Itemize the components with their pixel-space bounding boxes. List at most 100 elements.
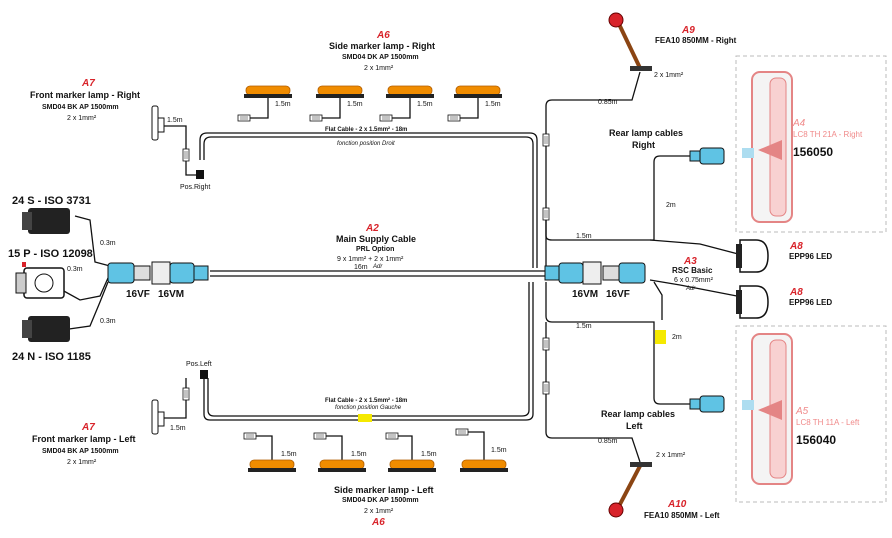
side-left-len-1: 1.5m — [281, 451, 297, 458]
rsc-code: A3 — [684, 256, 697, 267]
side-lamp-right-3 — [385, 85, 435, 99]
connector-16vf-left — [107, 262, 151, 284]
front-left-title: Front marker lamp - Left — [32, 434, 136, 444]
main-code: A2 — [366, 223, 379, 234]
front-marker-lamp-left — [151, 399, 165, 435]
rear-right-title: Rear lamp cables — [609, 128, 684, 138]
rear-left-model: LC8 TH 11A - Left — [796, 418, 860, 427]
rear-connector-right — [689, 147, 725, 165]
rsc-title: RSC Basic — [672, 266, 713, 275]
rear-left-side: Left — [626, 421, 643, 431]
socket-24s-label: 24 S - ISO 3731 — [12, 195, 91, 207]
rear-right-len-upper: 2m — [666, 202, 676, 209]
socket-24s — [22, 208, 70, 234]
front-marker-lamp-right — [151, 105, 165, 141]
side-left-model: SMD04 DK AP 1500mm — [342, 497, 419, 504]
fea-right-title: FEA10 850MM - Right — [655, 36, 737, 45]
rear-right-code: A4 — [793, 118, 806, 129]
epp-bot-title: EPP96 LED — [789, 298, 833, 307]
side-right-len-2: 1.5m — [347, 101, 363, 108]
socket-bot-len: 0.3m — [100, 318, 116, 325]
pos-left-connector — [200, 370, 208, 379]
side-right-model: SMD04 DK AP 1500mm — [342, 54, 419, 61]
right-vf-label: 16VF — [606, 289, 630, 300]
side-right-spec: 2 x 1mm² — [364, 65, 394, 72]
main-spec: 9 x 1mm² + 2 x 1mm² — [337, 256, 404, 263]
connector-16vm-right — [544, 261, 602, 285]
left-vm-label: 16VM — [158, 289, 185, 300]
flat-left-note: fonction position Gauche — [335, 405, 402, 411]
side-lamp-right-4 — [453, 85, 503, 99]
side-lamp-right-1 — [243, 85, 293, 99]
flat-right-note: fonction position Droit — [337, 141, 395, 147]
rear-lamp-left-box — [735, 325, 887, 503]
fea-right-spec: 2 x 1mm² — [654, 72, 684, 79]
side-lamp-left-1 — [247, 459, 297, 473]
side-left-code: A6 — [372, 517, 385, 528]
side-lamp-left-4 — [459, 459, 509, 473]
front-right-len: 1.5m — [167, 117, 183, 124]
side-right-len-3: 1.5m — [417, 101, 433, 108]
rear-lamp-right-box — [735, 55, 887, 233]
side-lamp-right-2 — [315, 85, 365, 99]
front-right-title: Front marker lamp - Right — [30, 90, 141, 100]
rear-lamp-left-image — [742, 333, 793, 485]
side-left-len-2: 1.5m — [351, 451, 367, 458]
socket-mid-len: 0.3m — [67, 266, 83, 273]
side-right-code: A6 — [377, 30, 390, 41]
socket-24n — [22, 316, 70, 342]
rear-left-len-lower: 2m — [672, 334, 682, 341]
epp96-lamp-top — [736, 239, 769, 273]
left-vf-label: 16VF — [126, 289, 150, 300]
flat-left-title: Flat Cable - 2 x 1.5mm² - 18m — [325, 398, 408, 404]
rear-connector-left — [689, 395, 725, 413]
epp96-lamp-bottom — [736, 285, 769, 319]
side-left-len-4: 1.5m — [491, 447, 507, 454]
connector-16vm-left — [151, 261, 209, 285]
rear-left-title: Rear lamp cables — [601, 409, 676, 419]
front-right-code: A7 — [82, 78, 95, 89]
rear-right-side: Right — [632, 140, 655, 150]
fea-left-title: FEA10 850MM - Left — [644, 511, 720, 520]
front-right-spec: 2 x 1mm² — [67, 115, 97, 122]
rear-right-model: LC8 TH 21A - Right — [793, 130, 863, 139]
main-length: 16m — [354, 264, 368, 271]
fea-right-code: A9 — [682, 25, 695, 36]
side-right-len-4: 1.5m — [485, 101, 501, 108]
side-right-len-1: 1.5m — [275, 101, 291, 108]
rsc-spec: 6 x 0.75mm² — [674, 277, 713, 284]
front-left-code: A7 — [82, 422, 95, 433]
socket-24n-label: 24 N - ISO 1185 — [12, 351, 91, 363]
rear-left-code: A5 — [796, 406, 809, 417]
right-vm-label: 16VM — [572, 289, 599, 300]
connector-16vf-right — [602, 262, 646, 284]
flat-right-title: Flat Cable - 2 x 1.5mm² - 18m — [325, 127, 408, 133]
side-left-title: Side marker lamp - Left — [334, 485, 434, 495]
side-left-spec: 2 x 1mm² — [364, 508, 394, 515]
fea10-lamp-left — [608, 462, 652, 518]
pos-left-label: Pos.Left — [186, 361, 212, 368]
fea-right-len: 0.85m — [598, 99, 618, 106]
fea10-lamp-right — [608, 12, 652, 71]
pos-right-label: Pos.Right — [180, 184, 211, 191]
socket-15p — [15, 262, 65, 299]
front-left-model: SMD04 BK AP 1500mm — [42, 448, 119, 455]
rear-right-len-lower: 1.5m — [576, 233, 592, 240]
front-right-model: SMD04 BK AP 1500mm — [42, 104, 119, 111]
epp-top-title: EPP96 LED — [789, 252, 833, 261]
rear-right-part: 156050 — [793, 145, 834, 159]
side-lamp-left-3 — [387, 459, 437, 473]
fea-left-spec: 2 x 1mm² — [656, 452, 686, 459]
pos-right-connector — [196, 170, 204, 179]
main-option: PRL Option — [356, 246, 395, 253]
rsc-adr: Adr — [686, 286, 696, 292]
epp-bot-code: A8 — [790, 287, 803, 298]
rear-lamp-right-image — [742, 71, 793, 223]
rear-left-part: 156040 — [796, 433, 837, 447]
side-right-title: Side marker lamp - Right — [329, 41, 436, 51]
fea-left-len: 0.85m — [598, 438, 618, 445]
side-lamp-left-2 — [317, 459, 367, 473]
fea-left-code: A10 — [668, 499, 687, 510]
